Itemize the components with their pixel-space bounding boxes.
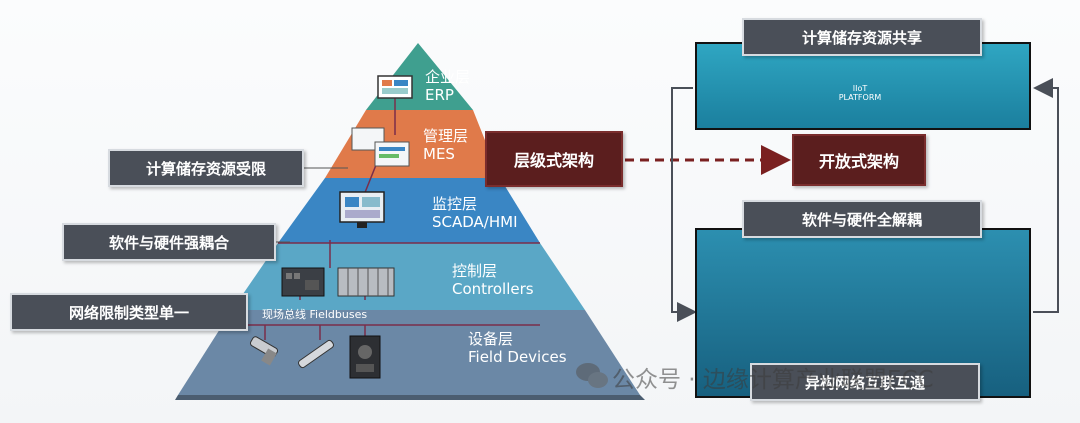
erp-monitor-icon — [377, 75, 413, 99]
layer-erp-label: 企业层 ERP — [425, 68, 470, 104]
mes-screens-icon — [351, 127, 410, 167]
tag-hw-sw-coupled: 软件与硬件强耦合 — [62, 223, 276, 261]
tag-shared-resources: 计算储存资源共享 — [742, 18, 982, 56]
layer-erp-sub: ERP — [425, 86, 454, 104]
layer-mes-sub: MES — [423, 145, 455, 163]
tag-heterogeneous-network: 异构网络互联互通 — [750, 363, 980, 401]
sensor-icon — [249, 336, 279, 366]
pyramid-shadow — [175, 395, 645, 400]
layer-controllers-name: 控制层 — [452, 262, 498, 280]
tag-hierarchical-architecture: 层级式架构 — [485, 131, 623, 187]
platform-line2: PLATFORM — [838, 93, 882, 102]
plc-rack-icon — [337, 267, 395, 297]
probe-icon — [298, 339, 334, 369]
wechat-logo-icon — [576, 363, 608, 388]
platform-label: IIoT PLATFORM — [838, 84, 882, 102]
left-bracket-arrow — [671, 87, 697, 322]
platform-line1: IIoT — [852, 84, 868, 93]
right-bracket-arrow — [1033, 78, 1059, 313]
layer-scada-sub: SCADA/HMI — [432, 213, 518, 231]
shared-resources-panel — [695, 42, 1031, 130]
layer-devices-sub: Field Devices — [468, 348, 567, 366]
layer-controllers-label: 控制层 Controllers — [452, 262, 534, 298]
watermark-text: 公众号 · 边缘计算产业联盟ECC — [612, 367, 934, 393]
layer-controllers-sub: Controllers — [452, 280, 534, 298]
pyramid-layer-mes — [325, 110, 500, 178]
controller-box-icon — [281, 267, 325, 297]
tag-hw-sw-decoupled: 软件与硬件全解耦 — [742, 200, 982, 238]
pyramid-layer-devices — [178, 310, 640, 395]
layer-mes-label: 管理层 MES — [423, 127, 468, 163]
drive-icon — [349, 335, 381, 379]
tag-compute-limited: 计算储存资源受限 — [108, 149, 304, 187]
layer-erp-name: 企业层 — [425, 68, 471, 86]
layer-scada-name: 监控层 — [432, 195, 478, 213]
tag-open-architecture: 开放式架构 — [792, 134, 926, 186]
tag-network-single-type: 网络限制类型单一 — [10, 293, 248, 331]
layer-devices-label: 设备层 Field Devices — [468, 330, 567, 366]
layer-devices-name: 设备层 — [468, 330, 514, 348]
layer-mes-name: 管理层 — [423, 127, 469, 145]
fieldbus-label: 现场总线 Fieldbuses — [262, 308, 368, 321]
layer-scada-label: 监控层 SCADA/HMI — [432, 195, 518, 231]
scada-monitor-icon — [339, 191, 385, 228]
